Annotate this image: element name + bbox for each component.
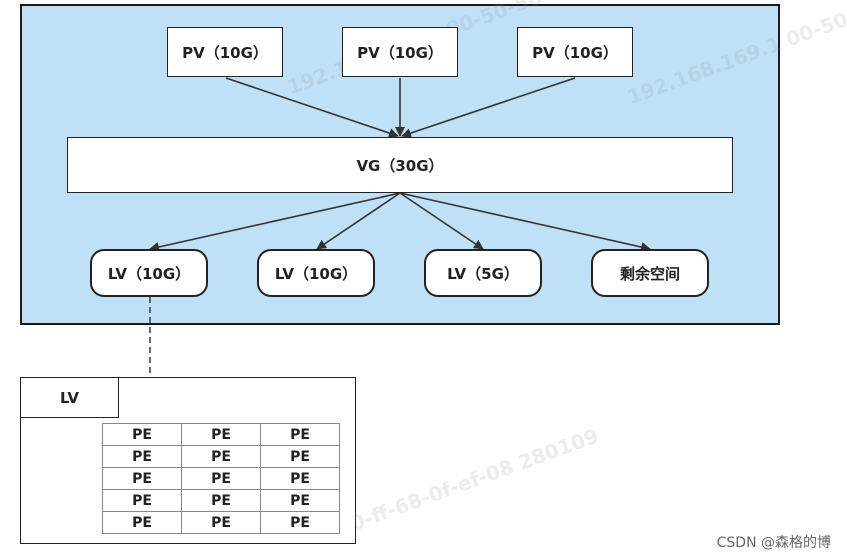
watermark: 00-ff-68-0f-ef-08 280109 — [334, 423, 602, 541]
pe-cell: PE — [181, 489, 261, 512]
pe-cell: PE — [181, 467, 261, 490]
pv-node-1: PV（10G） — [167, 27, 283, 77]
lv-node-2: LV（10G） — [257, 249, 375, 297]
pe-cell: PE — [102, 511, 182, 534]
pe-cell: PE — [102, 489, 182, 512]
pe-cell: PE — [181, 445, 261, 468]
free-space-node: 剩余空间 — [591, 249, 709, 297]
pv-node-2: PV（10G） — [342, 27, 458, 77]
lv-detail-title: LV — [21, 378, 119, 418]
pe-cell: PE — [102, 467, 182, 490]
pe-cell: PE — [181, 511, 261, 534]
pv-node-3: PV（10G） — [517, 27, 633, 77]
pe-cell: PE — [102, 445, 182, 468]
pe-cell: PE — [260, 445, 340, 468]
lv-node-3: LV（5G） — [424, 249, 542, 297]
pe-cell: PE — [181, 423, 261, 446]
pe-cell: PE — [102, 423, 182, 446]
footer-credit: CSDN @森格的博 — [716, 535, 831, 551]
vg-node: VG（30G） — [67, 137, 733, 193]
pe-cell: PE — [260, 423, 340, 446]
pe-cell: PE — [260, 467, 340, 490]
pe-cell: PE — [260, 489, 340, 512]
pe-cell: PE — [260, 511, 340, 534]
lv-node-1: LV（10G） — [90, 249, 208, 297]
